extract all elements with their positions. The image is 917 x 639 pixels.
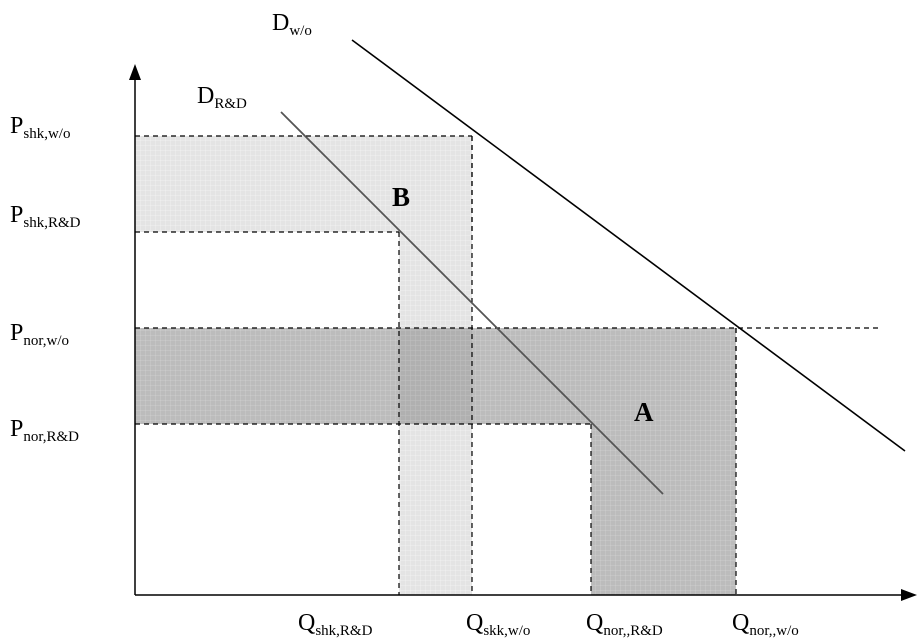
region-a-label: A xyxy=(634,397,654,427)
demand-without-label: Dw/o xyxy=(272,10,312,39)
quantity-label-skk-wo: Qskk,w/o xyxy=(466,610,530,639)
demand-curve-without xyxy=(351,39,906,452)
x-axis-arrow xyxy=(901,589,917,601)
y-axis-arrow xyxy=(129,64,141,80)
price-label-nor-wo: Pnor,w/o xyxy=(10,320,69,349)
price-label-nor-rd: Pnor,R&D xyxy=(10,416,79,445)
overlap-region xyxy=(399,328,472,424)
region-b-label: B xyxy=(392,182,410,212)
normal-quantity-band xyxy=(591,424,736,595)
demand-curve-rd xyxy=(280,111,664,495)
price-label-shk-rd: Pshk,R&D xyxy=(10,202,81,231)
shock-price-band xyxy=(135,136,472,232)
quantity-label-nor-wo: Qnor,,w/o xyxy=(732,610,799,639)
price-label-shk-wo: Pshk,w/o xyxy=(10,113,70,142)
quantity-label-shk-rd: Qshk,R&D xyxy=(298,610,373,639)
demand-rd-label: DR&D xyxy=(197,83,247,112)
quantity-label-nor-rd: Qnor,,R&D xyxy=(586,610,663,639)
